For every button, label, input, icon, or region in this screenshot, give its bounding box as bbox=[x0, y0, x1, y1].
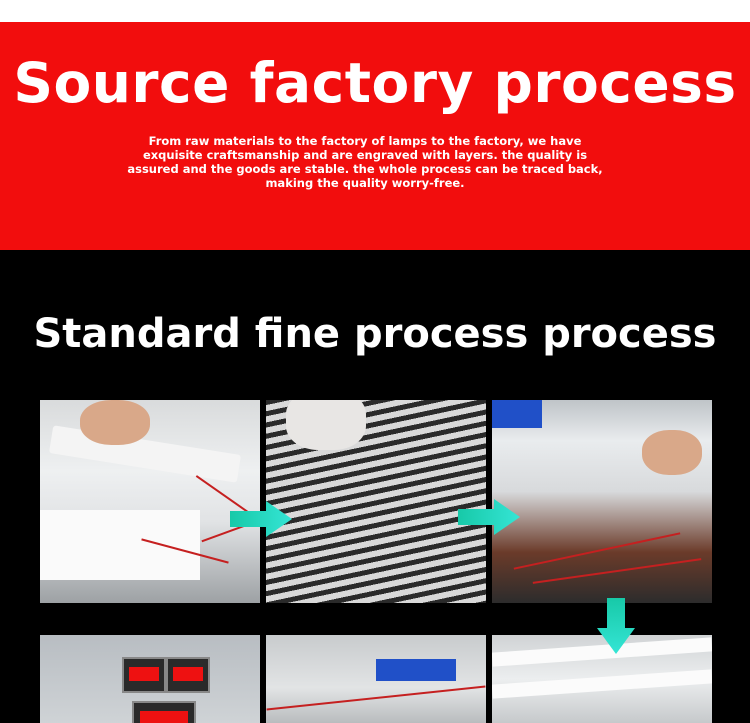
blue-crate bbox=[492, 400, 542, 428]
photo-production-line bbox=[266, 635, 486, 723]
photo-profile-assembly bbox=[40, 400, 260, 603]
photo-aging-test bbox=[40, 635, 260, 723]
photo-led-strips bbox=[266, 400, 486, 603]
banner-description: From raw materials to the factory of lam… bbox=[127, 134, 603, 190]
photo-wiring bbox=[492, 400, 712, 603]
section-title: Standard fine process process bbox=[33, 311, 717, 357]
wire bbox=[532, 558, 702, 584]
banner-title: Source factory process bbox=[13, 51, 737, 115]
timer-display bbox=[166, 657, 210, 693]
finished-profile bbox=[492, 669, 712, 699]
top-margin bbox=[0, 0, 750, 22]
red-banner bbox=[0, 22, 750, 250]
arrow-right-icon bbox=[230, 501, 292, 537]
arrow-right-icon bbox=[458, 499, 520, 535]
light-panel bbox=[40, 510, 200, 580]
blue-crate bbox=[376, 659, 456, 681]
timer-display bbox=[122, 657, 166, 693]
wire bbox=[266, 685, 486, 711]
photo-finished-products bbox=[492, 635, 712, 723]
gloved-hand bbox=[286, 400, 366, 450]
counter-display bbox=[132, 701, 196, 723]
worker-hand bbox=[642, 430, 702, 475]
worker-hand bbox=[80, 400, 150, 445]
arrow-down-icon bbox=[597, 598, 635, 654]
